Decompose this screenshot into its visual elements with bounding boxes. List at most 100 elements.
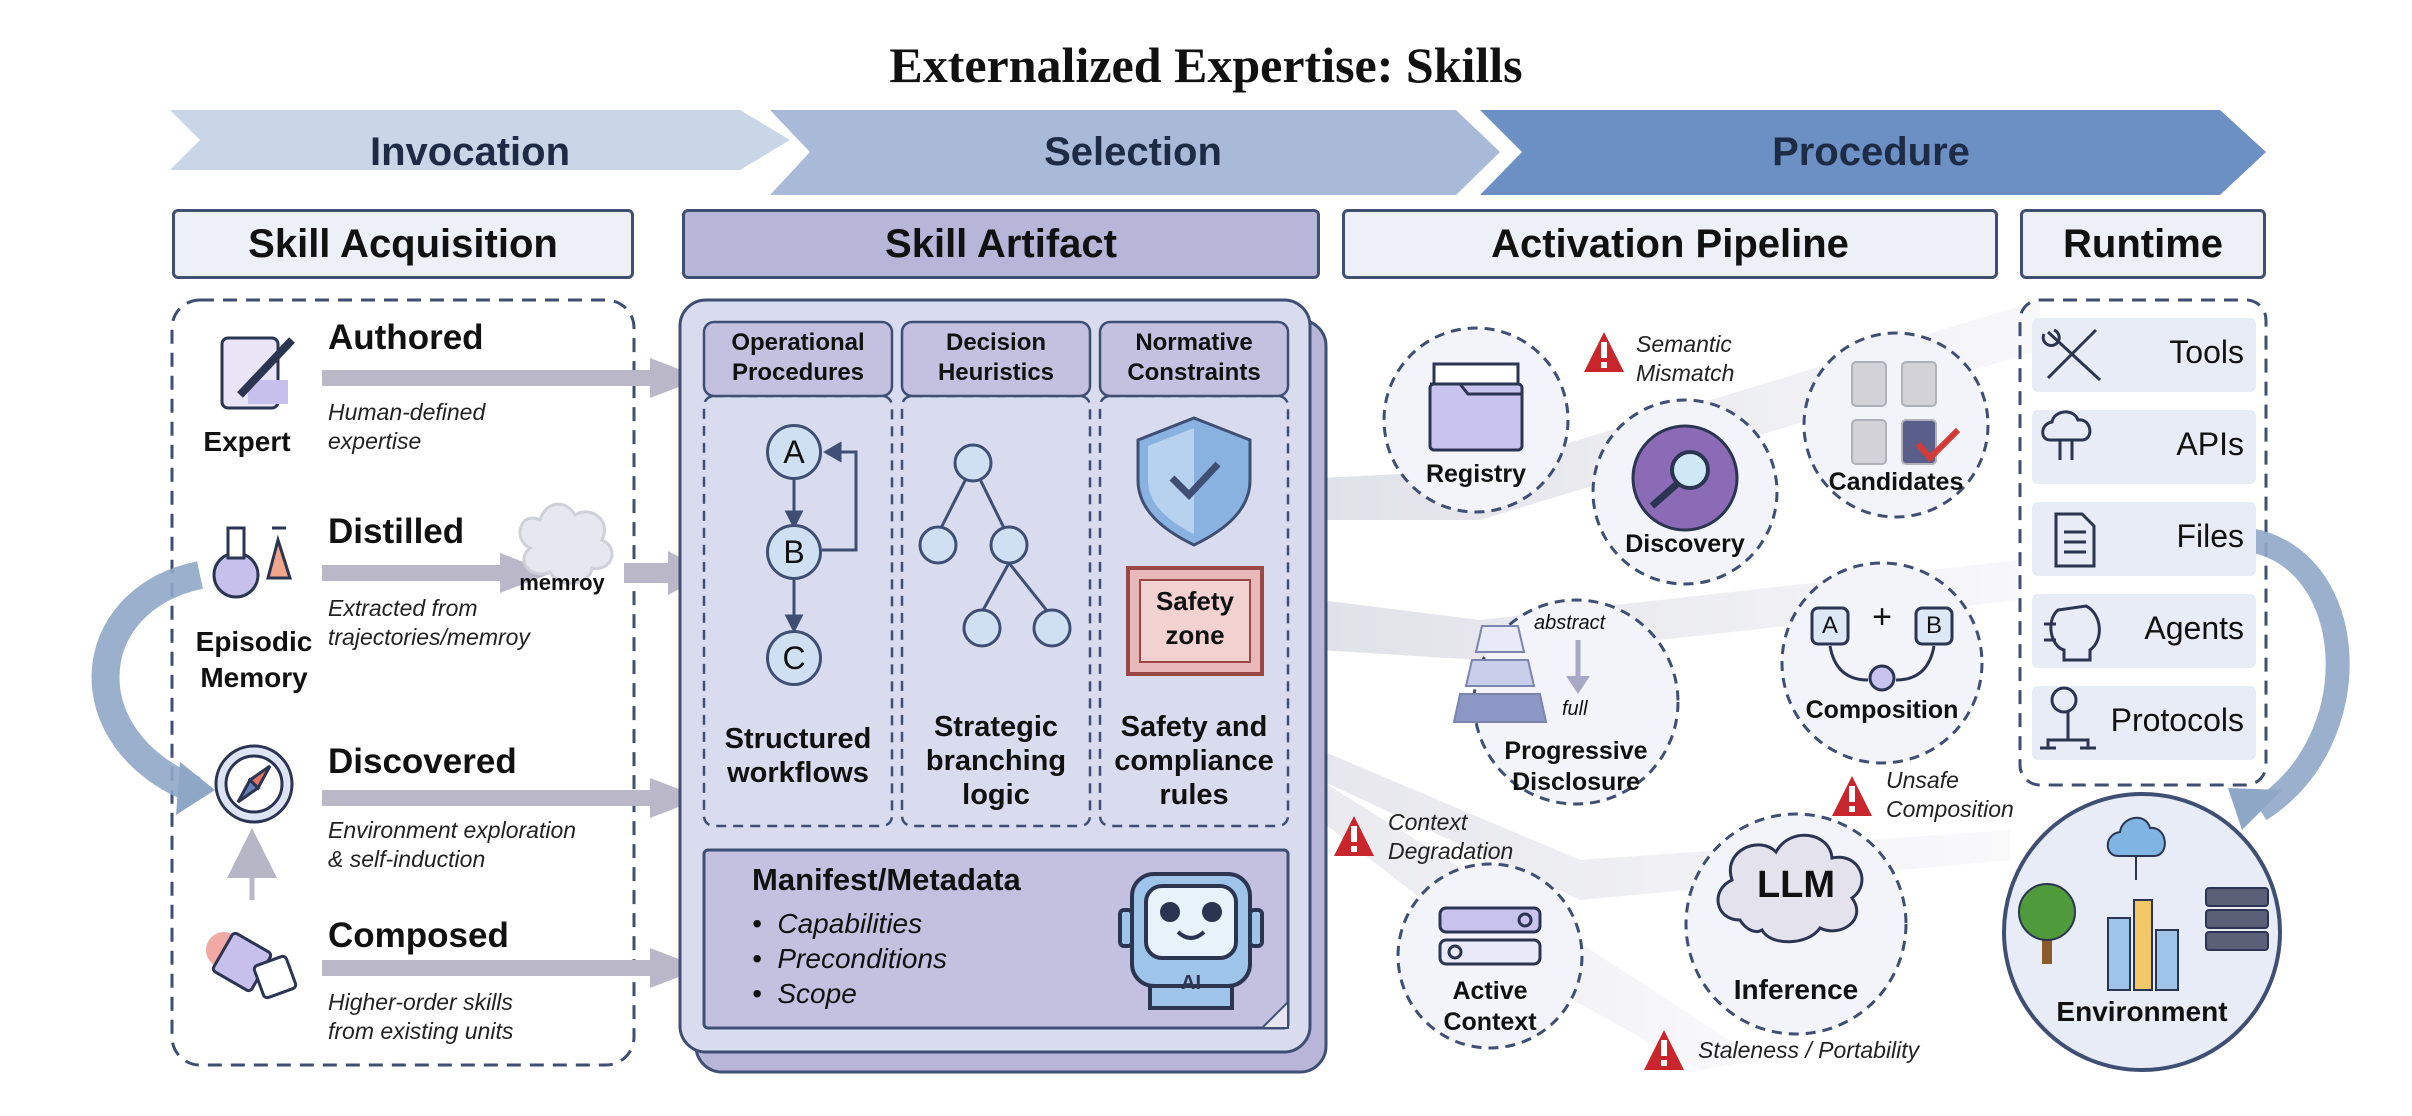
artifact-col-head-3: [1098, 320, 1290, 398]
workflow-graph: [784, 441, 858, 634]
server-icon: [2205, 887, 2269, 951]
cloud-icon: [1716, 833, 1864, 944]
curved-arrow-left-head: [176, 762, 215, 815]
acq-composed-desc: Higher-order skills from existing units: [328, 989, 514, 1044]
artifact-col-foot-normative: Safety and compliance rules: [1114, 711, 1274, 811]
robot-badge: AI: [1181, 972, 1201, 994]
cloud-network-icon: [2041, 410, 2092, 460]
composition-graph: [1810, 606, 1954, 692]
acq-discovered-desc: Environment exploration & self-induction: [328, 817, 577, 872]
registry-label: Registry: [1425, 460, 1527, 488]
workflow-node-a: A: [766, 424, 822, 480]
manifest-list: • Capabilities • Preconditions • Scope: [752, 906, 947, 1011]
acq-distilled-desc: Extracted from trajectories/memroy: [328, 595, 530, 650]
artifact-col-head-decision: Decision Heuristics: [937, 329, 1055, 386]
runtime-protocols-label: Protocols: [2110, 702, 2244, 738]
active-context-label: Active Context: [1443, 977, 1537, 1036]
artifact-col-head-normative: Normative Constraints: [1127, 329, 1261, 386]
warning-context-degradation: Context Degradation: [1388, 809, 1514, 864]
composition-circle: [1780, 561, 1984, 765]
episodic-memory-label: Episodic Memory: [195, 626, 313, 693]
runtime-item-apis: [2032, 410, 2256, 484]
manifest-item: • Preconditions: [752, 943, 948, 974]
header-runtime: Runtime: [2020, 209, 2266, 279]
wrench-icon: [2041, 328, 2102, 382]
runtime-panel: [2018, 298, 2268, 787]
pencil-icon: [220, 336, 295, 410]
header-skill-artifact: Skill Artifact: [682, 209, 1320, 279]
runtime-apis-label: APIs: [2176, 426, 2244, 462]
acquisition-panel: [170, 298, 636, 1067]
progressive-circle: [1472, 598, 1680, 806]
cloud-network-icon: [2106, 817, 2166, 880]
tree-icon: [2018, 883, 2076, 964]
runtime-tools-label: Tools: [2169, 334, 2244, 370]
acq-authored-desc: Human-defined expertise: [328, 399, 486, 454]
manifest-fold: [1259, 999, 1289, 1029]
phase-arrow-invocation: [170, 110, 790, 170]
diagram-title: Externalized Expertise: Skills: [889, 37, 1523, 93]
artifact-col-head-2: [900, 320, 1092, 398]
robot-head-icon: [2044, 604, 2101, 662]
acq-discovered-title: Discovered: [328, 742, 517, 781]
environment-label: Environment: [2056, 996, 2228, 1027]
brain-icon: [518, 502, 614, 585]
artifact-col-head-1: [702, 320, 894, 398]
llm-label: LLM: [1756, 864, 1836, 906]
curved-arrow-right-head: [2228, 788, 2282, 830]
compass-icon: [214, 744, 294, 824]
gear-network-icon: [2040, 686, 2096, 750]
gear-icon: [1868, 664, 1896, 692]
phase-invocation: Invocation: [369, 130, 571, 174]
manifest-item: • Capabilities: [752, 908, 923, 939]
robot-icon: [1118, 872, 1264, 1010]
search-bar-icon: [1438, 906, 1542, 966]
phase-selection: Selection: [1044, 130, 1222, 174]
abstract-label: abstract: [1534, 612, 1606, 634]
full-label: full: [1562, 698, 1588, 720]
comp-b-label: B: [1925, 612, 1942, 639]
acq-composed-title: Composed: [328, 916, 509, 955]
artifact-col-head-operational: Operational Procedures: [731, 329, 865, 386]
curved-arrow-left: [91, 561, 204, 803]
pyramid-icon: [1452, 625, 1590, 723]
expert-label: Expert: [203, 426, 291, 457]
header-skill-acquisition: Skill Acquisition: [172, 209, 634, 279]
safety-zone-label: Safety zone: [1155, 586, 1235, 650]
acq-distilled-title: Distilled: [328, 512, 465, 551]
safety-zone-inner: [1139, 579, 1251, 663]
shield-check-icon: [1136, 416, 1252, 547]
warning-unsafe-composition: Unsafe Composition: [1886, 767, 2014, 822]
file-icon: [2054, 512, 2096, 568]
manifest-item: • Scope: [752, 978, 857, 1009]
workflow-node-c: C: [766, 630, 822, 686]
manifest-title: Manifest/Metadata: [752, 862, 1021, 897]
header-activation-pipeline: Activation Pipeline: [1342, 209, 1998, 279]
flask-icon: [212, 526, 293, 599]
warning-staleness-portability: Staleness / Portability: [1698, 1037, 1920, 1063]
phase-arrow-procedure: [1480, 110, 2266, 195]
documents-check-icon: [1851, 361, 1961, 465]
folder-icon: [1428, 362, 1524, 452]
puzzle-icon: [206, 931, 298, 1000]
comp-plus-label: +: [1872, 598, 1892, 636]
candidates-circle: [1802, 331, 1990, 519]
decision-tree: [918, 443, 1072, 648]
city-icon: [2107, 899, 2179, 991]
progressive-label: Progressive Disclosure: [1504, 737, 1648, 796]
comp-a-label: A: [1821, 612, 1838, 639]
inference-label: Inference: [1733, 974, 1859, 1005]
runtime-item-agents: [2032, 594, 2256, 668]
artifact-col-foot-operational: Structured workflows: [724, 723, 872, 789]
discovery-label: Discovery: [1625, 530, 1745, 558]
candidates-label: Candidates: [1828, 468, 1964, 496]
workflow-node-b: B: [766, 524, 822, 580]
magnifier-icon: [1631, 424, 1739, 532]
runtime-agents-label: Agents: [2144, 610, 2244, 646]
phase-arrow-selection: [770, 110, 1500, 195]
memory-cloud-label: memroy: [519, 570, 605, 595]
runtime-files-label: Files: [2176, 518, 2244, 554]
artifact-col-foot-decision: Strategic branching logic: [925, 711, 1067, 811]
